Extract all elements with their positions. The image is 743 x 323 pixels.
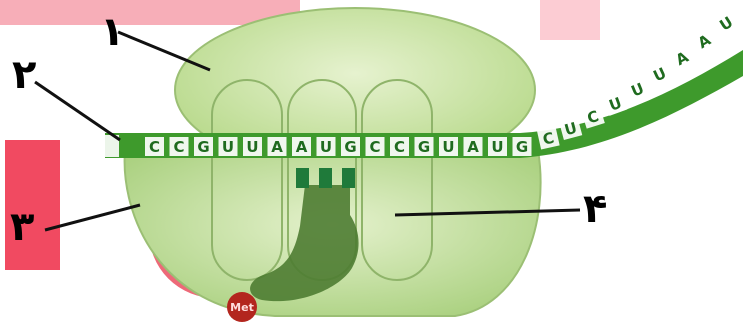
mrna-base-label: G [418, 138, 430, 156]
mrna-base-22: A [669, 45, 695, 71]
mrna-base-label: U [442, 138, 454, 156]
anticodon-tab-2 [319, 168, 332, 188]
anticodon-tab-1 [296, 168, 309, 188]
mrna-base-label: U [222, 138, 234, 156]
mrna-base-24: U [713, 10, 739, 36]
mrna-base-23: A [691, 28, 717, 54]
mrna-base-12: U [439, 137, 458, 156]
mrna-base-15: G [513, 137, 532, 156]
met-label: Met [230, 301, 254, 314]
mrna-base-20: U [625, 77, 650, 102]
mrna-base-6: A [292, 137, 311, 156]
mrna-base-label: C [394, 138, 405, 156]
mrna-base-4: U [243, 137, 262, 156]
mrna-base-label: C [149, 138, 160, 156]
mrna-base-label: C [369, 138, 380, 156]
label-line-2 [35, 82, 120, 140]
mrna-base-label: U [320, 138, 332, 156]
anticodon-tab-3 [342, 168, 355, 188]
mrna-base-3: U [219, 137, 238, 156]
mrna-base-label: U [246, 138, 258, 156]
mrna-base-label: A [467, 138, 479, 156]
mrna-base-16: C [537, 127, 560, 150]
mrna-base-label: U [716, 13, 736, 35]
mrna-base-11: G [415, 137, 434, 156]
mrna-base-label: G [516, 138, 528, 156]
label-2: ۲ [12, 52, 36, 98]
label-3: ۳ [10, 204, 34, 250]
label-1: ۱ [100, 9, 124, 55]
mrna-base-0: C [145, 137, 164, 156]
mrna-base-label: A [296, 138, 308, 156]
mrna-base-10: C [390, 137, 409, 156]
mrna-base-label: A [271, 138, 283, 156]
label-4: ۴ [583, 186, 607, 232]
mrna-base-5: A [268, 137, 287, 156]
mrna-base-label: G [344, 138, 356, 156]
mrna-base-9: C [366, 137, 385, 156]
mrna-base-label: U [491, 138, 503, 156]
mrna-base-14: U [488, 137, 507, 156]
mrna-base-21: U [647, 62, 672, 87]
mrna-base-label: G [197, 138, 209, 156]
mrna-base-7: U [317, 137, 336, 156]
mrna-base-1: C [170, 137, 189, 156]
mrna-base-2: G [194, 137, 213, 156]
mrna-base-8: G [341, 137, 360, 156]
mrna-base-label: C [173, 138, 184, 156]
mrna-base-13: A [464, 137, 483, 156]
